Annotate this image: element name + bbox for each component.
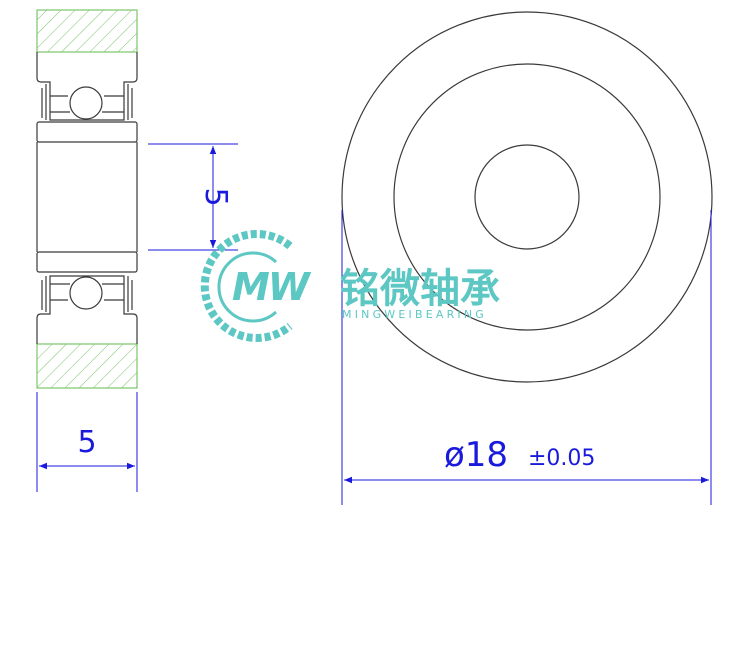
width-dimension <box>36 392 138 492</box>
logo-ring-icon <box>200 230 293 342</box>
logo-mark-text: MW <box>232 265 312 309</box>
outer-ring-section-bottom <box>36 343 138 389</box>
outer-diameter-label: ø18 <box>444 435 508 475</box>
outer-diameter-dimension <box>341 210 712 505</box>
upper-ball <box>69 86 103 120</box>
logo-name-en: MINGWEIBEARING <box>342 308 487 321</box>
tolerance-label: ±0.05 <box>528 446 595 471</box>
upper-race <box>36 52 138 143</box>
bore-circle <box>474 144 580 250</box>
lower-race <box>36 251 138 344</box>
side-section-view <box>36 9 138 389</box>
front-view <box>341 11 713 383</box>
middle-circle <box>393 63 661 331</box>
width-dimension-label: 5 <box>77 425 96 460</box>
outer-ring-section-top <box>36 9 138 53</box>
outer-circle <box>341 11 713 383</box>
lower-ball <box>69 276 103 310</box>
bore-dimension-label: 5 <box>198 187 233 206</box>
brand-logo: MW 铭微轴承 MINGWEIBEARING <box>200 230 500 342</box>
logo-name-cn: 铭微轴承 <box>340 266 500 312</box>
